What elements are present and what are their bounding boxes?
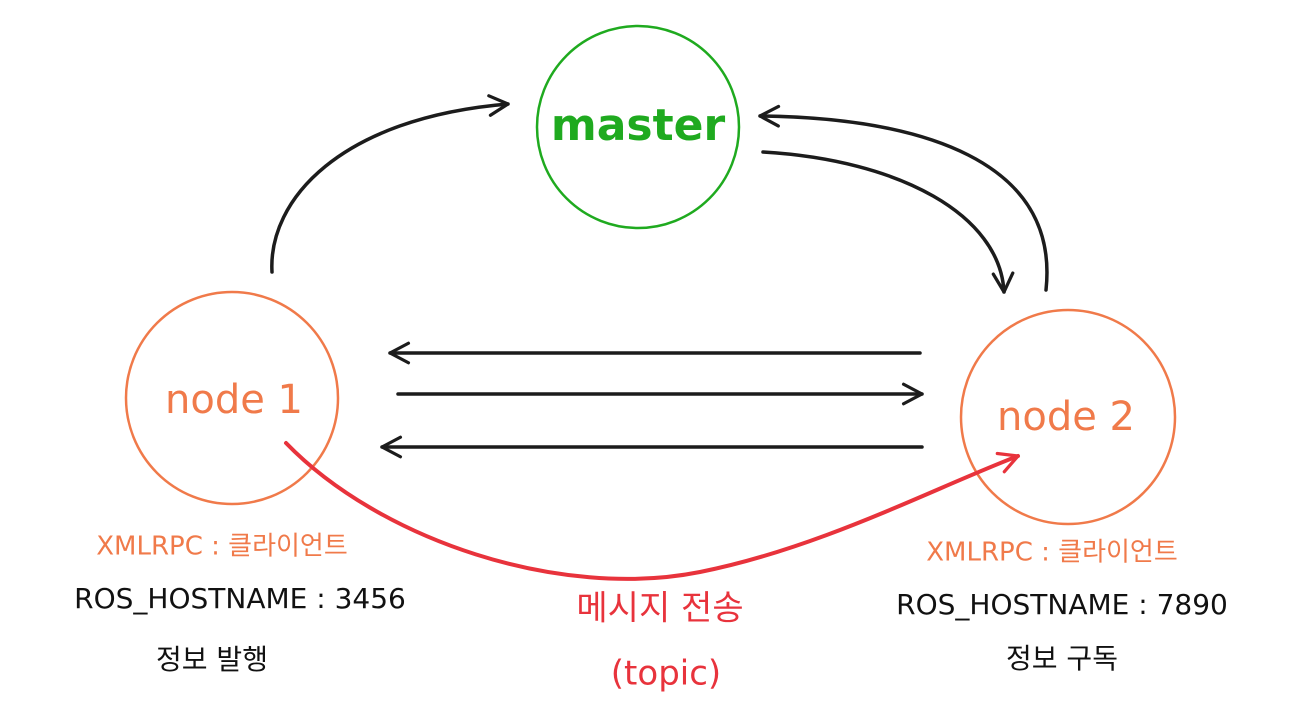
node2-xmlrpc: XMLRPC : 클라이언트 — [926, 538, 1178, 568]
node1-info: XMLRPC : 클라이언트 ROS_HOSTNAME : 3456 정보 발행 — [74, 532, 406, 677]
node1: node 1 — [124, 290, 340, 506]
node1-role: 정보 발행 — [156, 643, 268, 676]
node1-label: node 1 — [165, 377, 303, 423]
message-label: 메시지 전송 (topic) — [576, 589, 743, 694]
node2: node 2 — [959, 308, 1177, 526]
node2-circle — [959, 308, 1177, 526]
node2-hostname: ROS_HOSTNAME : 7890 — [896, 588, 1228, 621]
node1-circle — [124, 290, 340, 506]
arrow-node2-to-master — [758, 104, 1049, 292]
node1-xmlrpc: XMLRPC : 클라이언트 — [96, 532, 348, 562]
node2-label: node 2 — [997, 394, 1135, 440]
arrow-master-to-node2 — [761, 150, 1015, 294]
master-circle — [535, 24, 741, 230]
topic-message-arrow — [284, 441, 1020, 581]
message-topic: (topic) — [611, 654, 721, 694]
arrow-node1-to-master — [270, 94, 510, 274]
master-node: master — [535, 24, 741, 230]
node2-role: 정보 구독 — [1006, 642, 1118, 675]
node2-info: XMLRPC : 클라이언트 ROS_HOSTNAME : 7890 정보 구독 — [896, 538, 1228, 676]
master-label: master — [551, 100, 726, 151]
node1-hostname: ROS_HOSTNAME : 3456 — [74, 582, 406, 615]
message-title: 메시지 전송 — [576, 589, 743, 629]
